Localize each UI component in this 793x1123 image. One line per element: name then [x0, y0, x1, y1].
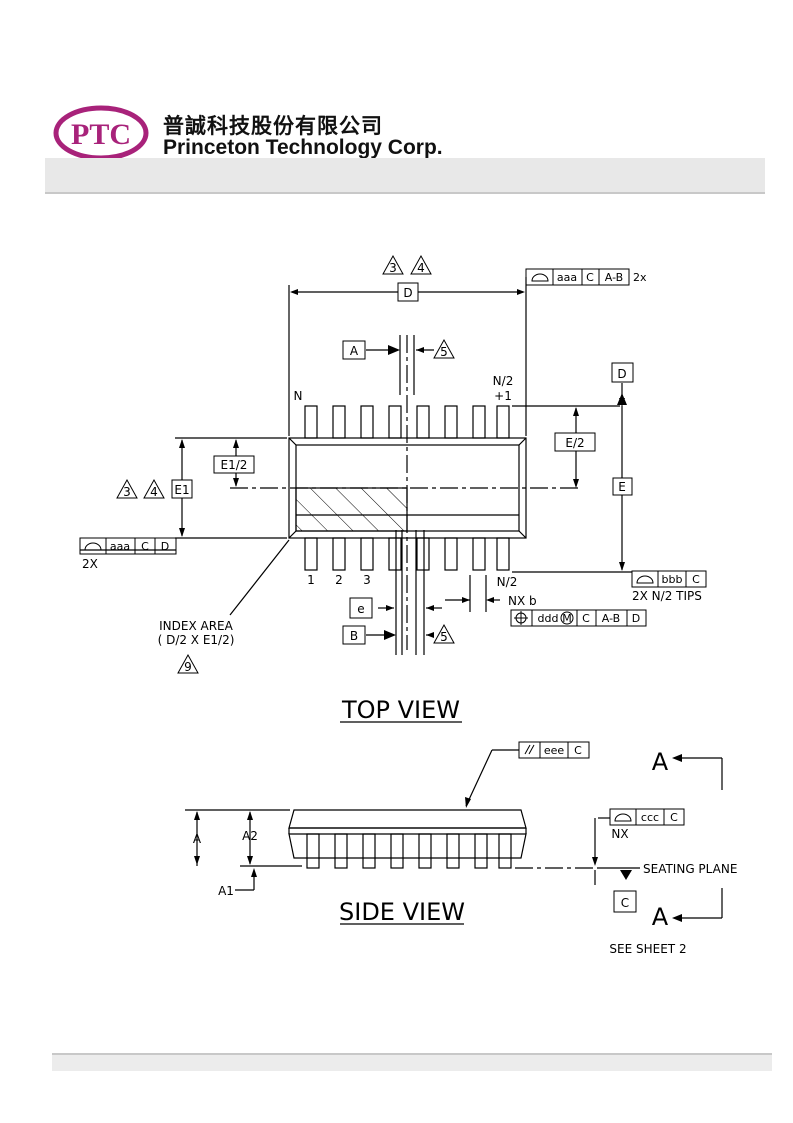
side-leads — [306, 833, 512, 869]
fcf-coplanar-tol: ccc — [641, 811, 659, 824]
pin-N2-plus1-label-line1: N/2 — [493, 374, 514, 388]
dim-e-label: e — [357, 602, 364, 616]
fcf-right-datum: C — [692, 573, 700, 586]
note-3-left: 3 — [123, 485, 131, 499]
note-4-left: 4 — [150, 485, 158, 499]
pin-1-label: 1 — [307, 573, 315, 587]
fcf-top-suffix: 2x — [633, 271, 647, 284]
dim-E1-half-label: E1/2 — [221, 458, 248, 472]
note-4-top: 4 — [417, 261, 425, 275]
logo-text: PTC — [71, 118, 131, 151]
coplanarity-nx-label: NX — [611, 827, 628, 841]
side-view-body — [288, 809, 527, 859]
bottom-leads — [304, 537, 510, 571]
fcf-position — [510, 609, 647, 627]
section-A-bottom-label: A — [652, 903, 669, 931]
fcf-top-tol: aaa — [557, 271, 577, 284]
index-area-line1: INDEX AREA — [159, 619, 234, 633]
fcf-left-suffix: 2X — [82, 557, 98, 571]
footer-bar — [52, 1053, 772, 1071]
fcf-top-datum2: A-B — [605, 271, 623, 284]
top-leads — [304, 405, 510, 439]
pin-N2-plus1-label-line2: +1 — [494, 389, 512, 403]
fcf-left-datum2: D — [161, 540, 169, 553]
fcf-pos-datum3: D — [632, 612, 640, 625]
company-name-chinese: 普誠科技股份有限公司 — [163, 114, 383, 138]
note-5-upper: 5 — [440, 345, 448, 359]
fcf-right-suffix: 2X N/2 TIPS — [632, 589, 702, 603]
fcf-top-datum1: C — [586, 271, 594, 284]
dim-A1-label: A1 — [218, 884, 234, 898]
note-5-lower: 5 — [440, 630, 448, 644]
side-view-title: SIDE VIEW — [339, 898, 465, 926]
top-view-title: TOP VIEW — [341, 696, 460, 724]
fcf-pos-mmc: M — [562, 612, 572, 625]
datum-C-label: C — [621, 896, 629, 910]
datum-D-label: D — [617, 367, 626, 381]
fcf-pos-tol: ddd — [538, 612, 559, 625]
pin-2-label: 2 — [335, 573, 343, 587]
datum-B-label: B — [350, 629, 358, 643]
fcf-pos-datum2: A-B — [602, 612, 620, 625]
header-bar — [45, 158, 765, 194]
pin-N-label: N — [294, 389, 303, 403]
index-area-line2: ( D/2 X E1/2) — [158, 633, 235, 647]
note-3-top: 3 — [389, 261, 397, 275]
fcf-pos-datum1: C — [582, 612, 590, 625]
dim-NXb-label: NX b — [508, 594, 537, 608]
fcf-top — [525, 268, 630, 286]
note-9: 9 — [184, 660, 192, 674]
fcf-coplanarity — [609, 808, 685, 826]
see-sheet-label: SEE SHEET 2 — [609, 942, 686, 956]
dim-E1-label: E1 — [174, 483, 189, 497]
dim-E-label: E — [618, 480, 626, 494]
datum-A-label: A — [350, 344, 359, 358]
dim-A-label: A — [193, 832, 202, 846]
fcf-parallel-tol: eee — [544, 744, 565, 757]
fcf-right — [631, 570, 707, 588]
dim-A2-label: A2 — [242, 829, 258, 843]
fcf-parallelism — [518, 741, 590, 759]
fcf-left-tol: aaa — [110, 540, 130, 553]
company-name-english: Princeton Technology Corp. — [163, 136, 443, 159]
fcf-right-tol: bbb — [662, 573, 683, 586]
pin-N2-label: N/2 — [497, 575, 518, 589]
section-A-top-label: A — [652, 748, 669, 776]
page-header: PTC 普誠科技股份有限公司 Princeton Technology Corp… — [0, 0, 793, 200]
fcf-parallel-datum: C — [574, 744, 582, 757]
fcf-coplanar-datum: C — [670, 811, 678, 824]
dim-E-half-label: E/2 — [565, 436, 584, 450]
fcf-left — [79, 537, 177, 555]
fcf-left-datum1: C — [141, 540, 149, 553]
pin-3-label: 3 — [363, 573, 371, 587]
seating-plane-label: SEATING PLANE — [643, 862, 737, 876]
dim-D-label: D — [403, 286, 412, 300]
